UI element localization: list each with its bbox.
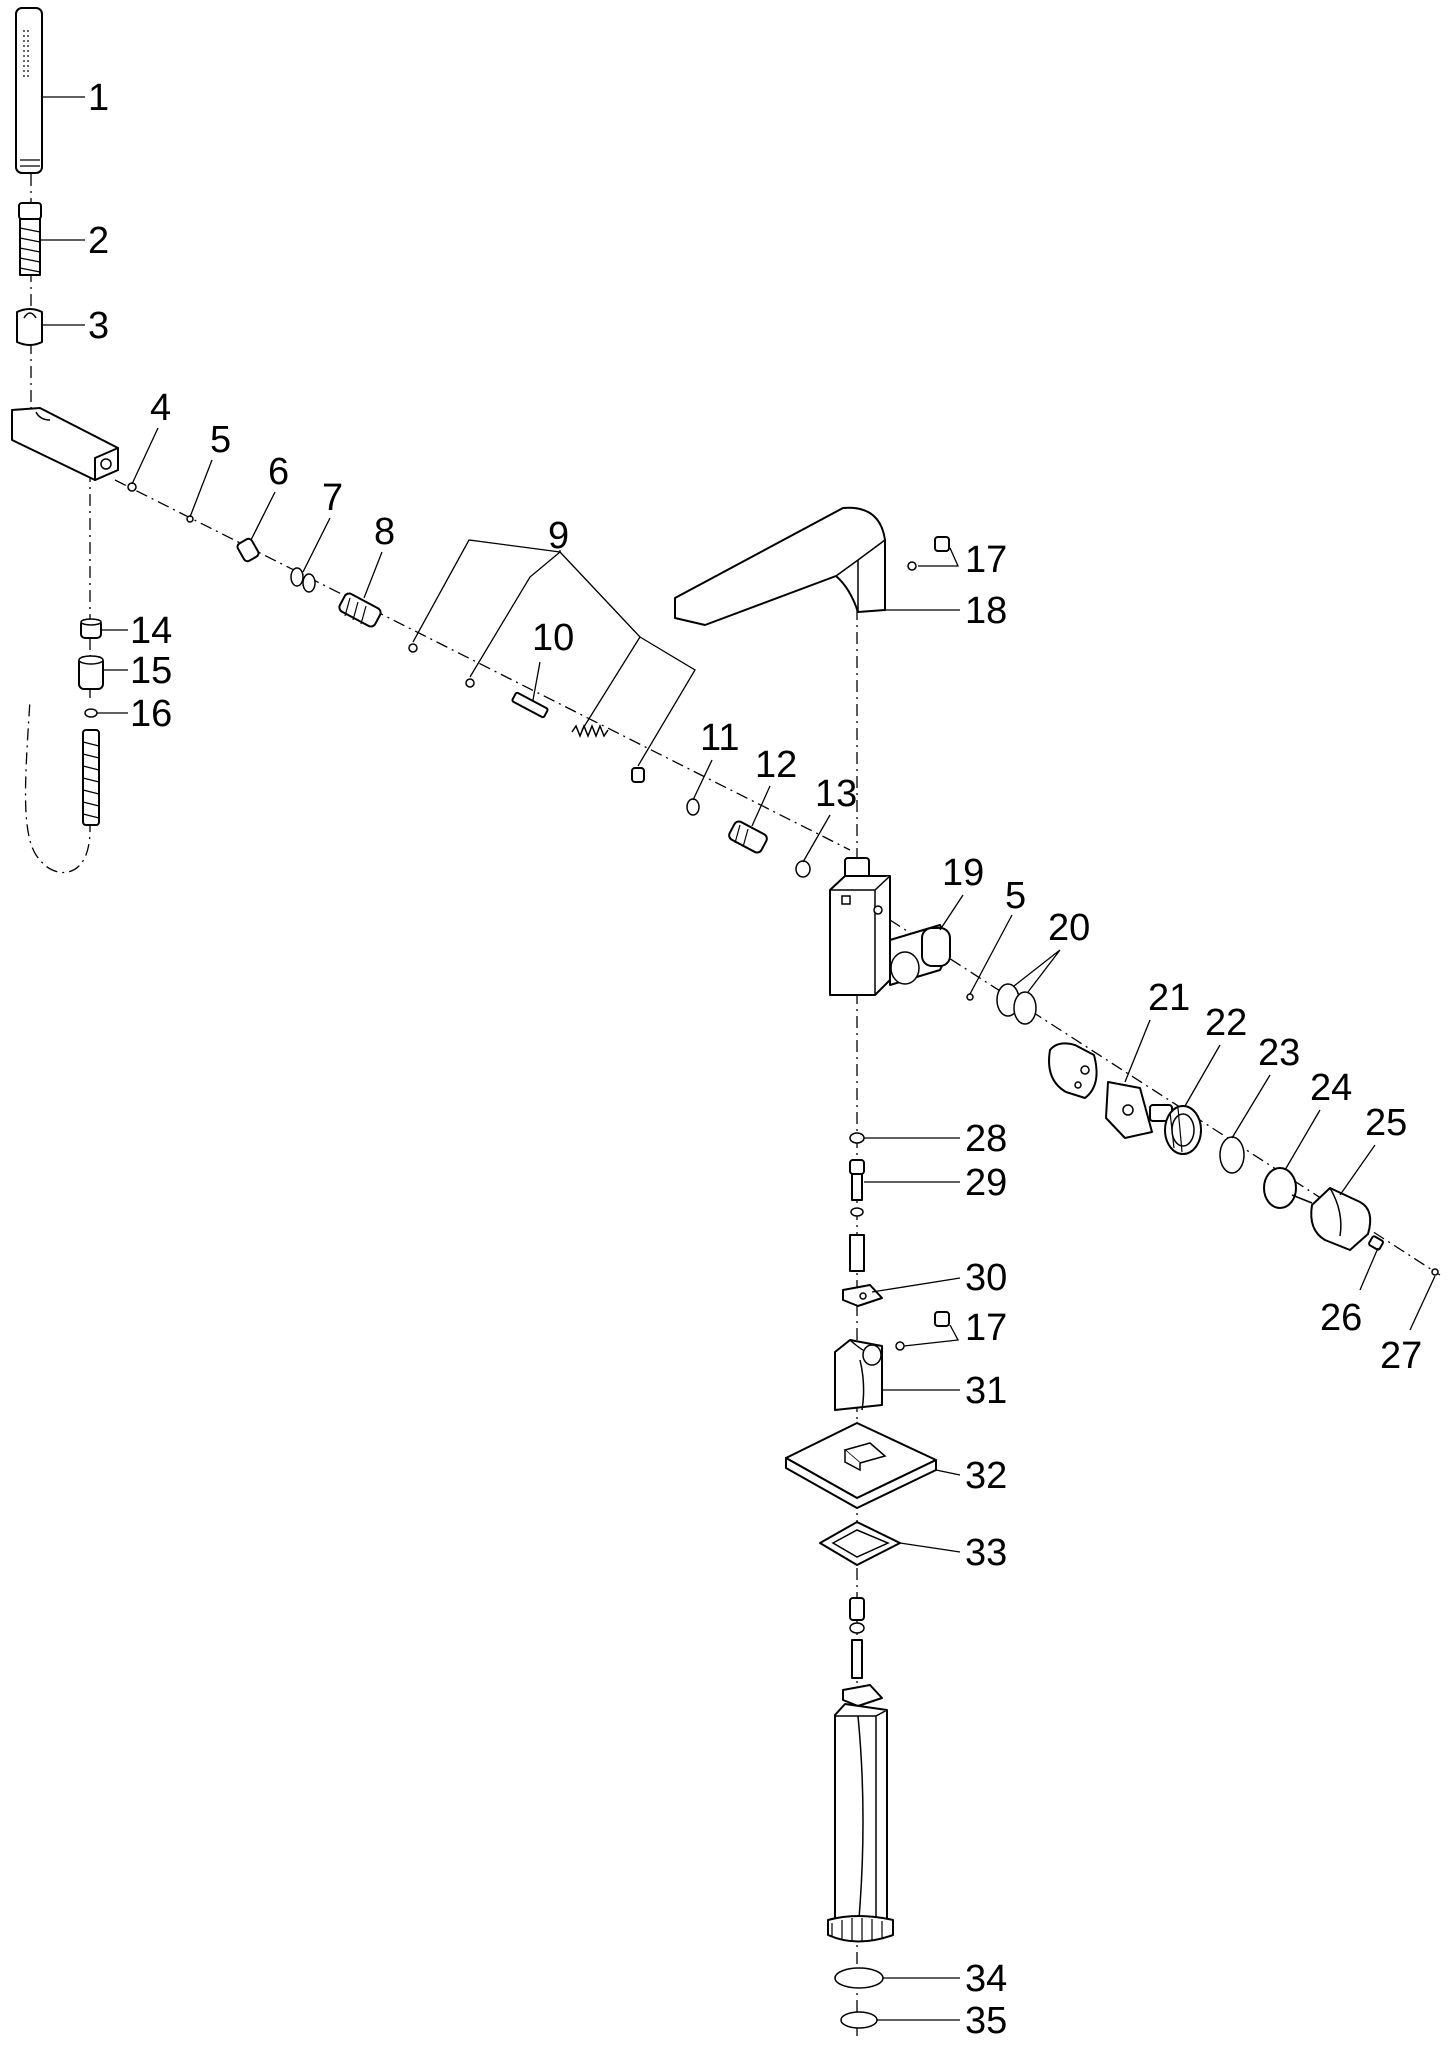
part-clip [16, 308, 43, 346]
callout-26: 26 [1320, 1297, 1362, 1339]
callout-4: 4 [150, 387, 171, 429]
callout-24: 24 [1310, 1067, 1352, 1109]
callout-15: 15 [130, 650, 172, 692]
part-ring-9b [465, 678, 475, 688]
part-o-ring-35 [840, 2011, 878, 2029]
part-rosette-24 [1263, 1167, 1313, 1209]
part-o-ring-34 [834, 1967, 884, 1989]
part-valve-body [829, 857, 951, 996]
part-hose-connector [18, 202, 42, 276]
callout-31: 31 [965, 1370, 1007, 1412]
callout-25: 25 [1365, 1102, 1407, 1144]
callout-22: 22 [1205, 1002, 1247, 1044]
part-clamp-30 [842, 1284, 883, 1307]
part-plug-27 [1431, 1268, 1439, 1276]
part-o-rings-20 [996, 983, 1037, 1025]
part-column [827, 1703, 894, 1943]
callout-35: 35 [965, 2000, 1007, 2042]
part-hose [82, 729, 100, 826]
part-screw-17-top [907, 536, 950, 571]
part-valve-8 [338, 592, 382, 628]
callout-27: 27 [1380, 1335, 1422, 1377]
part-ring-13 [795, 860, 811, 878]
callout-12: 12 [755, 744, 797, 786]
callout-28: 28 [965, 1118, 1007, 1160]
part-hand-shower [15, 7, 43, 174]
part-screw-17-bottom [895, 1311, 950, 1351]
part-connector-lower [842, 1597, 883, 1707]
part-ring-9a [408, 643, 418, 653]
callout-23: 23 [1258, 1032, 1300, 1074]
part-cartridge-21 [1105, 1081, 1173, 1139]
callout-1: 1 [88, 77, 109, 119]
part-nut-14 [80, 618, 102, 639]
part-sleeve-6 [236, 537, 260, 563]
callout-6: 6 [268, 451, 289, 493]
part-o-rings-7 [290, 567, 316, 593]
callout-17b: 17 [965, 1307, 1007, 1349]
callout-13: 13 [815, 773, 857, 815]
part-base-plate-32 [785, 1422, 937, 1509]
part-sleeve-15 [78, 655, 104, 690]
callout-labels: 1 2 3 4 5 6 7 8 9 10 11 12 13 14 15 16 1… [88, 77, 1422, 2042]
callout-9: 9 [548, 515, 569, 557]
part-sleeve-9c [631, 767, 645, 783]
part-nut-22 [1164, 1105, 1202, 1155]
part-sleeve-31 [834, 1339, 883, 1411]
callout-29: 29 [965, 1162, 1007, 1204]
callout-3: 3 [88, 305, 109, 347]
part-shower-holder-arm [11, 407, 119, 481]
callout-30: 30 [965, 1257, 1007, 1299]
callout-11: 11 [700, 717, 739, 759]
callout-8: 8 [374, 511, 395, 553]
part-screw-26 [1368, 1235, 1384, 1251]
callout-32: 32 [965, 1455, 1007, 1497]
callout-7: 7 [322, 477, 343, 519]
part-washer-28 [849, 1132, 865, 1144]
part-washer-16 [84, 708, 98, 718]
part-handle-25 [1310, 1187, 1372, 1251]
part-insert-29 [849, 1159, 865, 1272]
callout-33: 33 [965, 1532, 1007, 1574]
callout-2: 2 [88, 220, 109, 262]
part-ring-11 [686, 798, 700, 816]
callout-18: 18 [965, 590, 1007, 632]
part-stem-10 [511, 691, 549, 719]
callout-19: 19 [942, 852, 984, 894]
part-spout [674, 506, 886, 626]
part-small-pin-4 [127, 482, 137, 492]
part-pin-5b [966, 993, 974, 1001]
callout-14: 14 [130, 610, 172, 652]
part-valve-12 [728, 820, 768, 854]
callout-34: 34 [965, 1958, 1007, 2000]
callout-5a: 5 [210, 419, 231, 461]
callout-16: 16 [130, 693, 172, 735]
callout-17a: 17 [965, 539, 1007, 581]
callout-21: 21 [1148, 977, 1190, 1019]
part-spring-9 [571, 723, 609, 739]
part-gasket-33 [819, 1521, 901, 1566]
callout-20: 20 [1048, 907, 1090, 949]
callout-5b: 5 [1005, 875, 1026, 917]
callout-10: 10 [532, 617, 574, 659]
part-ring-23 [1219, 1136, 1245, 1174]
part-disc-21a [1048, 1042, 1098, 1099]
leader-lines [41, 96, 1436, 2021]
